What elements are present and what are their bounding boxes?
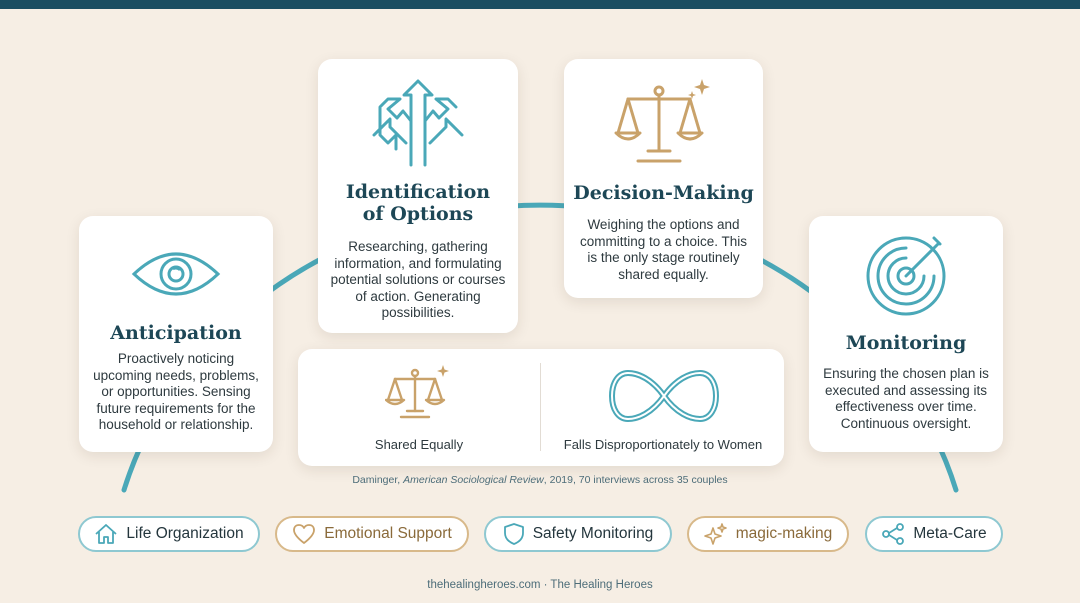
branching-arrows-icon [372, 79, 464, 167]
citation-details: , 2019, 70 interviews across 35 couples [543, 474, 728, 486]
target-icon [866, 236, 946, 316]
pill-emotional-support[interactable]: Emotional Support [275, 516, 469, 552]
stage-title-line1: Identification [345, 181, 491, 203]
citation-journal: American Sociological Review [403, 474, 544, 486]
stage-title-line2: of Options [362, 203, 474, 225]
legend-divider [540, 363, 541, 451]
pill-safety-monitoring[interactable]: Safety Monitoring [484, 516, 672, 552]
pill-life-organization[interactable]: Life Organization [78, 516, 260, 552]
pill-label: magic-making [735, 525, 833, 542]
stage-card-identification: Identification of Options Researching, g… [318, 59, 518, 333]
legend-label-shared: Shared Equally [374, 437, 464, 452]
scales-icon [614, 79, 710, 163]
stage-description: Researching, gathering information, and … [330, 239, 506, 320]
sparkle-icon [703, 523, 727, 545]
stage-title: Identification of Options [318, 181, 518, 225]
scales-icon [385, 365, 449, 419]
stage-description: Proactively noticing upcoming needs, pro… [93, 351, 259, 432]
infinity-icon [608, 369, 720, 423]
stage-title: Anticipation [110, 322, 242, 344]
pill-label: Life Organization [126, 525, 244, 542]
stage-title: Decision-Making [573, 182, 754, 204]
stage-description: Ensuring the chosen plan is executed and… [823, 366, 989, 431]
network-icon [882, 523, 905, 545]
stage-card-monitoring: Monitoring Ensuring the chosen plan is e… [809, 216, 1003, 452]
pill-label: Safety Monitoring [532, 525, 654, 542]
citation-author: Daminger, [352, 474, 401, 486]
stage-description: Weighing the options and committing to a… [579, 217, 748, 282]
citation: Daminger, American Sociological Review, … [0, 474, 1080, 486]
shield-icon [503, 523, 524, 545]
stage-title: Monitoring [845, 332, 967, 354]
legend-label-women: Falls Disproportionately to Women [563, 437, 763, 452]
house-icon [95, 524, 118, 544]
stage-card-anticipation: Anticipation Proactively noticing upcomi… [79, 216, 273, 452]
footer-credit: thehealingheroes.com · The Healing Heroe… [427, 579, 653, 591]
pill-label: Meta-Care [913, 525, 987, 542]
top-bar [0, 0, 1080, 9]
stage-card-decision-making: Decision-Making Weighing the options and… [564, 59, 763, 298]
legend-card: Shared Equally Falls Disproportionately … [298, 349, 784, 466]
heart-icon [293, 524, 316, 544]
pill-meta-care[interactable]: Meta-Care [865, 516, 1003, 552]
pill-magic-making[interactable]: magic-making [687, 516, 849, 552]
pill-label: Emotional Support [324, 525, 452, 542]
eye-icon [131, 252, 221, 296]
